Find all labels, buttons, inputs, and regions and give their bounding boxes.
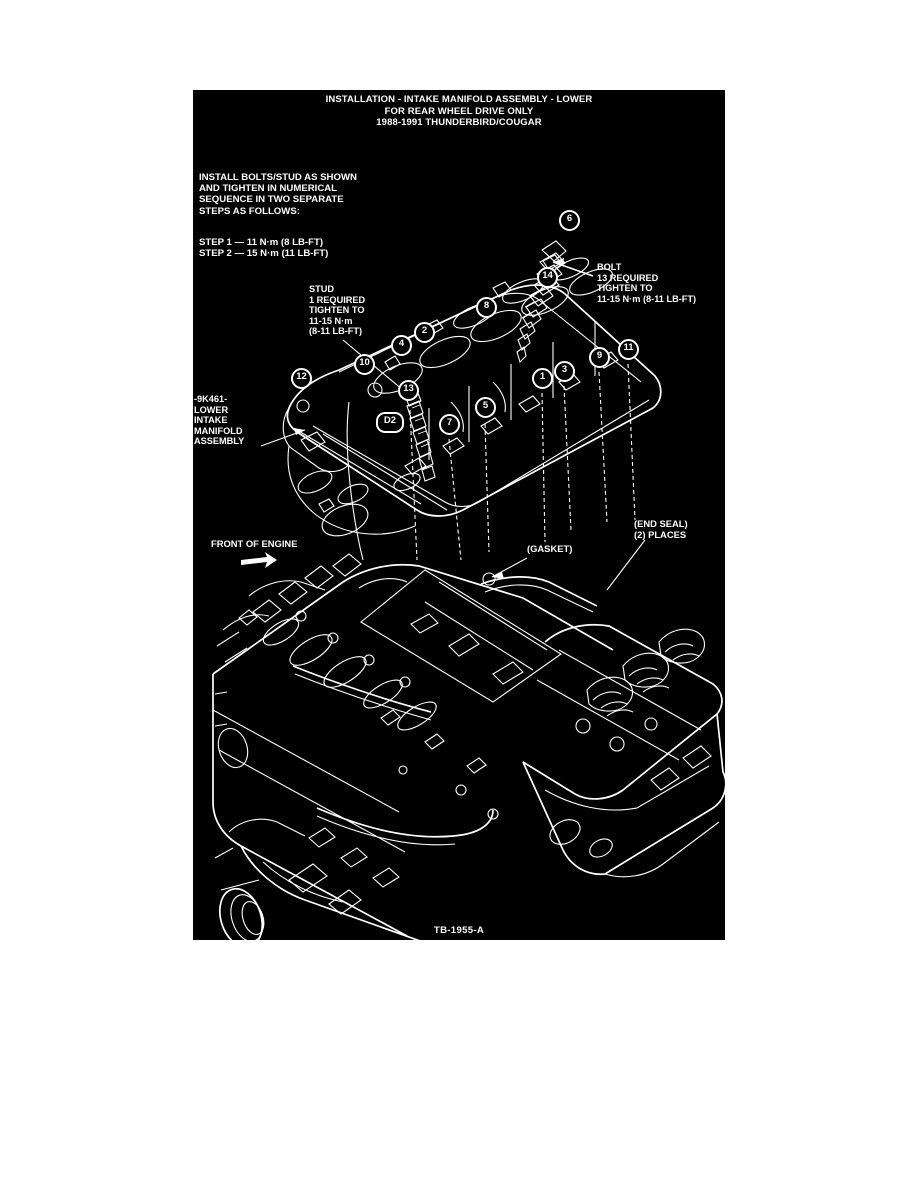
instruction-line-1: INSTALL BOLTS/STUD AS SHOWN — [199, 172, 357, 183]
torque-step-2: STEP 2 — 15 N·m (11 LB-FT) — [199, 248, 329, 260]
manifold-callout-line-4: MANIFOLD — [194, 425, 243, 436]
figure-title: INSTALLATION - INTAKE MANIFOLD ASSEMBLY … — [193, 94, 725, 129]
stud-callout-line-2: 1 REQUIRED — [309, 294, 366, 305]
title-line-2: FOR REAR WHEEL DRIVE ONLY — [384, 105, 534, 117]
stud-hardware — [403, 387, 436, 482]
manifold-callout-line-2: LOWER — [194, 404, 229, 415]
manifold-callout-line-1: -9K461- — [194, 394, 228, 404]
stud-callout-line-5: (8-11 LB-FT) — [309, 326, 363, 337]
bolt-callout-line-4: 11-15 N·m (8-11 LB-FT) — [597, 293, 697, 304]
gasket-callout: (GASKET) — [527, 543, 573, 554]
sequence-bubble-11: 11 — [618, 339, 639, 360]
sequence-bubble-13: 13 — [398, 380, 419, 401]
stud-callout-line-1: STUD — [309, 284, 335, 294]
sequence-bubble-3: 3 — [554, 361, 575, 382]
manifold-callout: -9K461- LOWER INTAKE MANIFOLD ASSEMBLY — [194, 394, 244, 447]
crank-pulley — [218, 879, 265, 940]
instruction-line-4: STEPS AS FOLLOWS: — [199, 205, 300, 217]
sequence-bubble-9: 9 — [589, 347, 610, 368]
sequence-bubble-10: 10 — [354, 354, 375, 375]
sequence-bubble-2: 2 — [414, 322, 435, 343]
sequence-bubble-4: 4 — [391, 335, 412, 356]
sequence-bubble-5: 5 — [475, 397, 496, 418]
bolt-callout-line-3: TIGHTEN TO — [597, 283, 653, 294]
sequence-bubble-12: 12 — [291, 368, 312, 389]
end-seal-callout: (END SEAL) (2) PLACES — [634, 518, 688, 541]
stud-callout-line-3: TIGHTEN TO — [309, 305, 365, 316]
gasket-and-seals — [292, 572, 598, 721]
front-of-engine-callout: FRONT OF ENGINE — [211, 538, 298, 549]
sequence-bubble-1: 1 — [532, 368, 553, 389]
engine-block — [212, 553, 725, 940]
engine-line-art — [212, 240, 725, 940]
instruction-line-2: AND TIGHTEN IN NUMERICAL — [199, 183, 338, 195]
bolt-callout: BOLT 13 REQUIRED TIGHTEN TO 11-15 N·m (8… — [597, 262, 696, 304]
manifold-callout-line-5: ASSEMBLY — [194, 436, 245, 447]
bolt-callout-line-2: 13 REQUIRED — [597, 272, 659, 283]
title-line-1: INSTALLATION - INTAKE MANIFOLD ASSEMBLY … — [325, 94, 593, 105]
sequence-bubble-D2: D2 — [376, 412, 404, 433]
manifold-callout-line-3: INTAKE — [194, 415, 228, 426]
sequence-bubble-7: 7 — [439, 414, 460, 435]
sequence-bubble-14: 14 — [537, 267, 558, 288]
stud-callout: STUD 1 REQUIRED TIGHTEN TO 11-15 N·m (8-… — [309, 284, 365, 337]
sequence-bubble-6: 6 — [559, 210, 580, 231]
torque-steps: STEP 1 — 11 N·m (8 LB-FT) STEP 2 — 15 N·… — [199, 237, 328, 260]
torque-step-1: STEP 1 — 11 N·m (8 LB-FT) — [199, 237, 324, 248]
bolt-callout-line-1: BOLT — [597, 262, 622, 272]
figure-number: TB-1955-A — [433, 925, 485, 936]
end-seal-line-1: (END SEAL) — [634, 518, 688, 529]
sequence-bubble-8: 8 — [476, 297, 497, 318]
instruction-line-3: SEQUENCE IN TWO SEPARATE — [199, 194, 344, 206]
end-seal-line-2: (2) PLACES — [634, 528, 687, 540]
alignment-lines — [346, 363, 636, 561]
installation-instructions: INSTALL BOLTS/STUD AS SHOWN AND TIGHTEN … — [199, 172, 357, 217]
illustration-panel: INSTALLATION - INTAKE MANIFOLD ASSEMBLY … — [193, 90, 725, 940]
stud-callout-line-4: 11-15 N·m — [309, 315, 353, 326]
lower-intake-manifold — [282, 254, 662, 537]
title-line-3: 1988-1991 THUNDERBIRD/COUGAR — [376, 117, 542, 128]
